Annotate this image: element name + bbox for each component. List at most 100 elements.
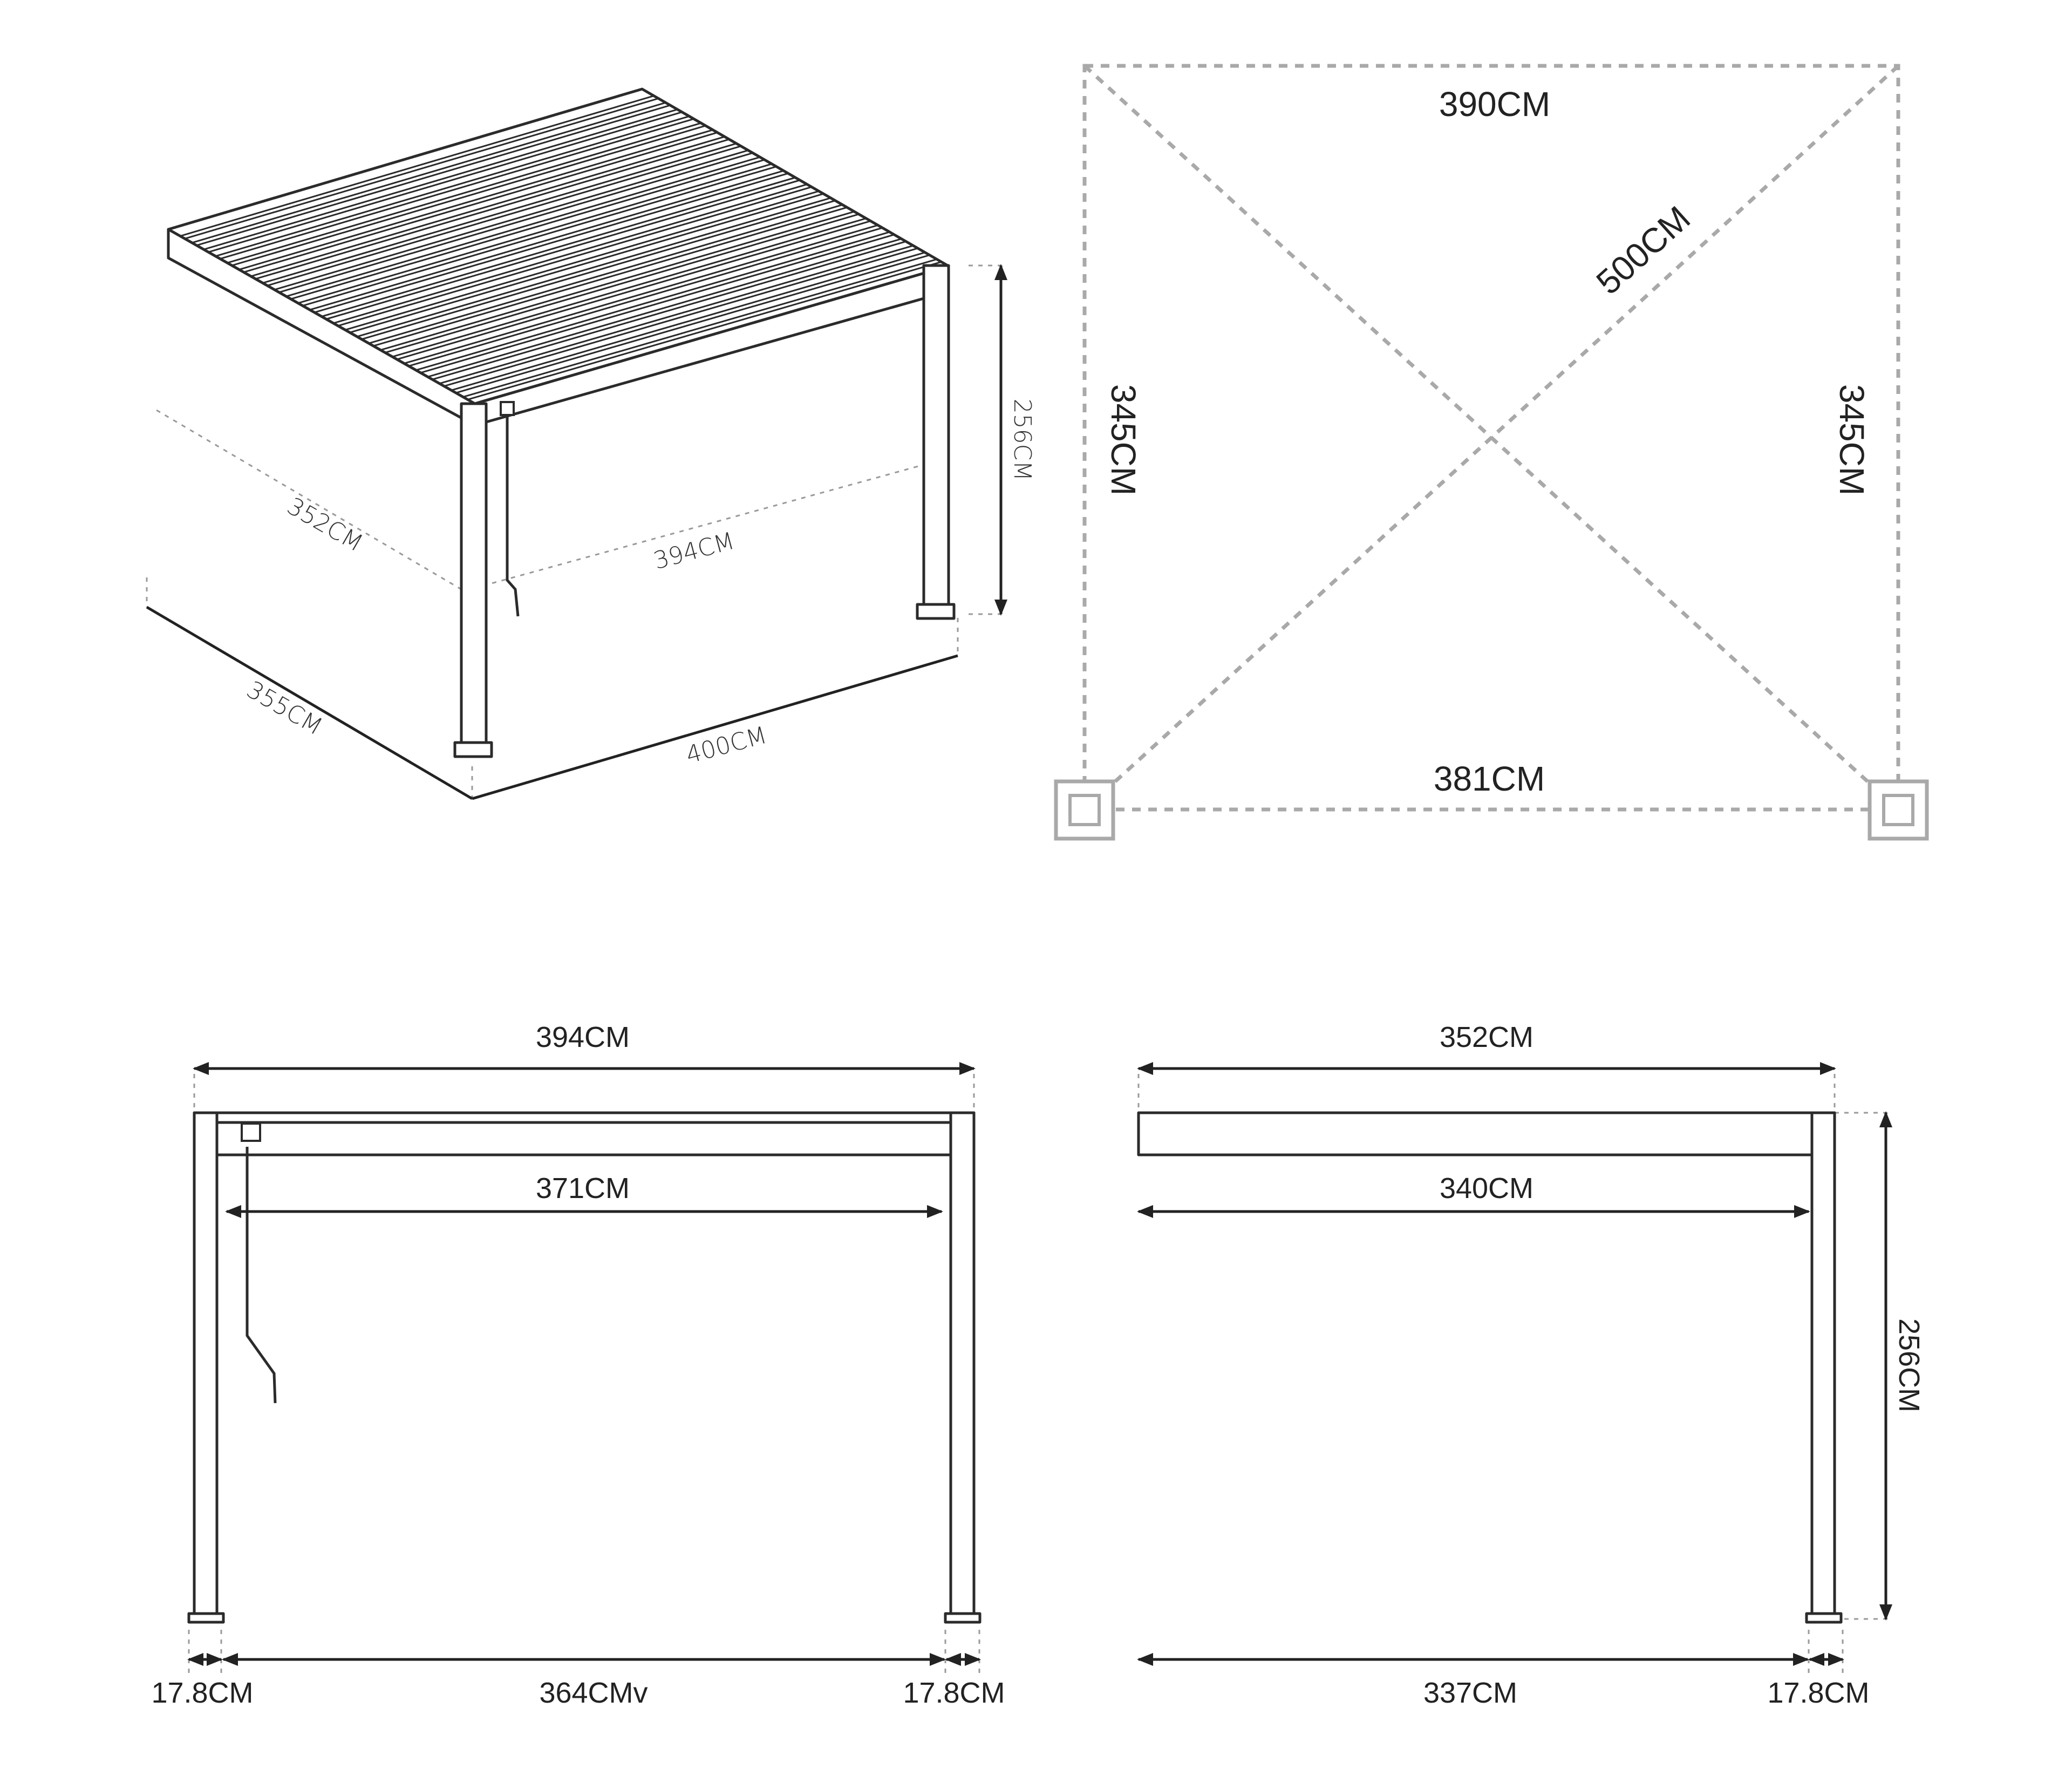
louver-slat [321, 176, 796, 317]
louver-slat [333, 183, 808, 324]
side-inner-label: 340CM [1440, 1172, 1533, 1205]
louver-slat [274, 149, 749, 291]
louver-slat-edge [267, 145, 741, 287]
iso-height-label: 256CM [1008, 399, 1036, 481]
iso-width-top-label: 394CM [651, 527, 738, 575]
front-crank-handle [241, 1122, 277, 1404]
louver-slat-edge [255, 138, 730, 280]
louver-slat-edge [396, 220, 871, 360]
louver-slat [462, 258, 937, 398]
front-beam [215, 1121, 952, 1156]
louver-slat [380, 210, 855, 351]
iso-depth-top-label: 352CM [282, 492, 367, 557]
louver-slat-edge [219, 118, 694, 260]
plan-diagonal-2 [1083, 64, 1900, 811]
louver-slat [286, 156, 760, 297]
front-foot-left [187, 1612, 225, 1624]
louver-slat [227, 122, 701, 264]
isometric-view: 352CM 394CM 256CM 355CM 400CM [146, 87, 1036, 800]
plan-bottom-label: 381CM [1434, 759, 1545, 798]
louver-slat [415, 231, 890, 371]
louver-slat-edge [420, 234, 895, 374]
louver-slat [215, 115, 690, 257]
louver-slat-edge [467, 261, 942, 401]
front-between-label: 364CMv [539, 1677, 648, 1709]
side-view: 352CM 340CM 256CM 337CM 17.8CM [1137, 1021, 1925, 1709]
louver-slat-edge [196, 104, 671, 247]
front-foot-right [944, 1612, 982, 1624]
front-view: 394CM 371CM 17.8CM 364CMv 17.8CM [151, 1021, 1005, 1709]
louver-slat-edge [243, 132, 718, 273]
louver-slat [439, 244, 914, 385]
side-base-label: 337CM [1423, 1677, 1517, 1709]
iso-post-foot-front [453, 741, 493, 758]
louver-slat-edge [361, 200, 835, 341]
side-post-label: 17.8CM [1767, 1677, 1869, 1709]
louver-slat [192, 101, 666, 244]
side-extension-lines [1137, 1074, 1889, 1673]
louver-slat [392, 217, 867, 358]
louver-slat-edge [325, 179, 800, 320]
front-post-right-label: 17.8CM [903, 1677, 1005, 1709]
side-beam [1137, 1111, 1836, 1156]
side-overall-label: 352CM [1440, 1021, 1533, 1053]
roof-louvers [180, 95, 942, 401]
louver-slat-edge [372, 207, 847, 347]
louver-slat [203, 108, 678, 250]
louver-slat [404, 224, 878, 364]
louver-slat [368, 204, 843, 344]
iso-depth-base-label: 355CM [242, 676, 327, 741]
iso-width-base-label: 400CM [683, 722, 770, 770]
front-overall-label: 394CM [536, 1021, 630, 1053]
front-post-left [193, 1111, 219, 1619]
front-inner-label: 371CM [536, 1172, 630, 1205]
louver-slat-edge [455, 254, 930, 394]
front-top-rail [193, 1111, 976, 1124]
iso-extension-lines [146, 264, 1001, 799]
front-post-left-label: 17.8CM [151, 1677, 253, 1709]
iso-dimension-lines [146, 264, 1007, 800]
louver-slat [180, 95, 655, 237]
louver-slat-edge [302, 166, 776, 307]
side-height-label: 256CM [1893, 1318, 1925, 1412]
louver-slat-edge [349, 193, 824, 334]
louver-slat-edge [231, 125, 706, 267]
plan-diagonal-label: 500CM [1589, 199, 1698, 302]
louver-slat [357, 197, 831, 338]
louver-slat [309, 169, 784, 311]
iso-post-front [460, 402, 488, 753]
louver-slat [238, 129, 713, 270]
side-post [1810, 1111, 1836, 1619]
louver-slat [297, 163, 772, 304]
front-extension-lines [188, 1074, 980, 1673]
iso-crank-handle [500, 401, 520, 617]
louver-slat-edge [444, 247, 918, 387]
iso-post-foot-back-right [916, 603, 956, 620]
louver-slat-edge [208, 111, 682, 253]
louver-slat-edge [313, 172, 788, 314]
louver-slat [451, 251, 925, 391]
louver-slat [262, 142, 737, 284]
louver-slat [345, 190, 820, 331]
louver-slat-edge [408, 227, 883, 367]
louver-slat-edge [278, 152, 753, 294]
louver-slat-edge [337, 186, 812, 327]
plan-top-label: 390CM [1439, 85, 1550, 124]
louver-slat [250, 135, 725, 277]
louver-slat-edge [290, 159, 765, 300]
plan-outline [1082, 64, 1900, 812]
louver-slat [427, 238, 902, 378]
louver-slat-edge [184, 98, 659, 240]
front-post-right [949, 1111, 976, 1619]
plan-post-right [1867, 779, 1929, 841]
louver-slat-edge [432, 241, 906, 380]
plan-view: 390CM 381CM 500CM 345CM 345CM [1054, 64, 1929, 841]
plan-post-left [1054, 779, 1115, 841]
plan-right-label: 345CM [1832, 384, 1871, 495]
iso-post-back-right [922, 264, 950, 615]
louver-slat-edge [384, 213, 859, 354]
iso-posts [453, 264, 956, 758]
side-foot [1805, 1612, 1843, 1624]
plan-left-label: 345CM [1104, 384, 1143, 495]
